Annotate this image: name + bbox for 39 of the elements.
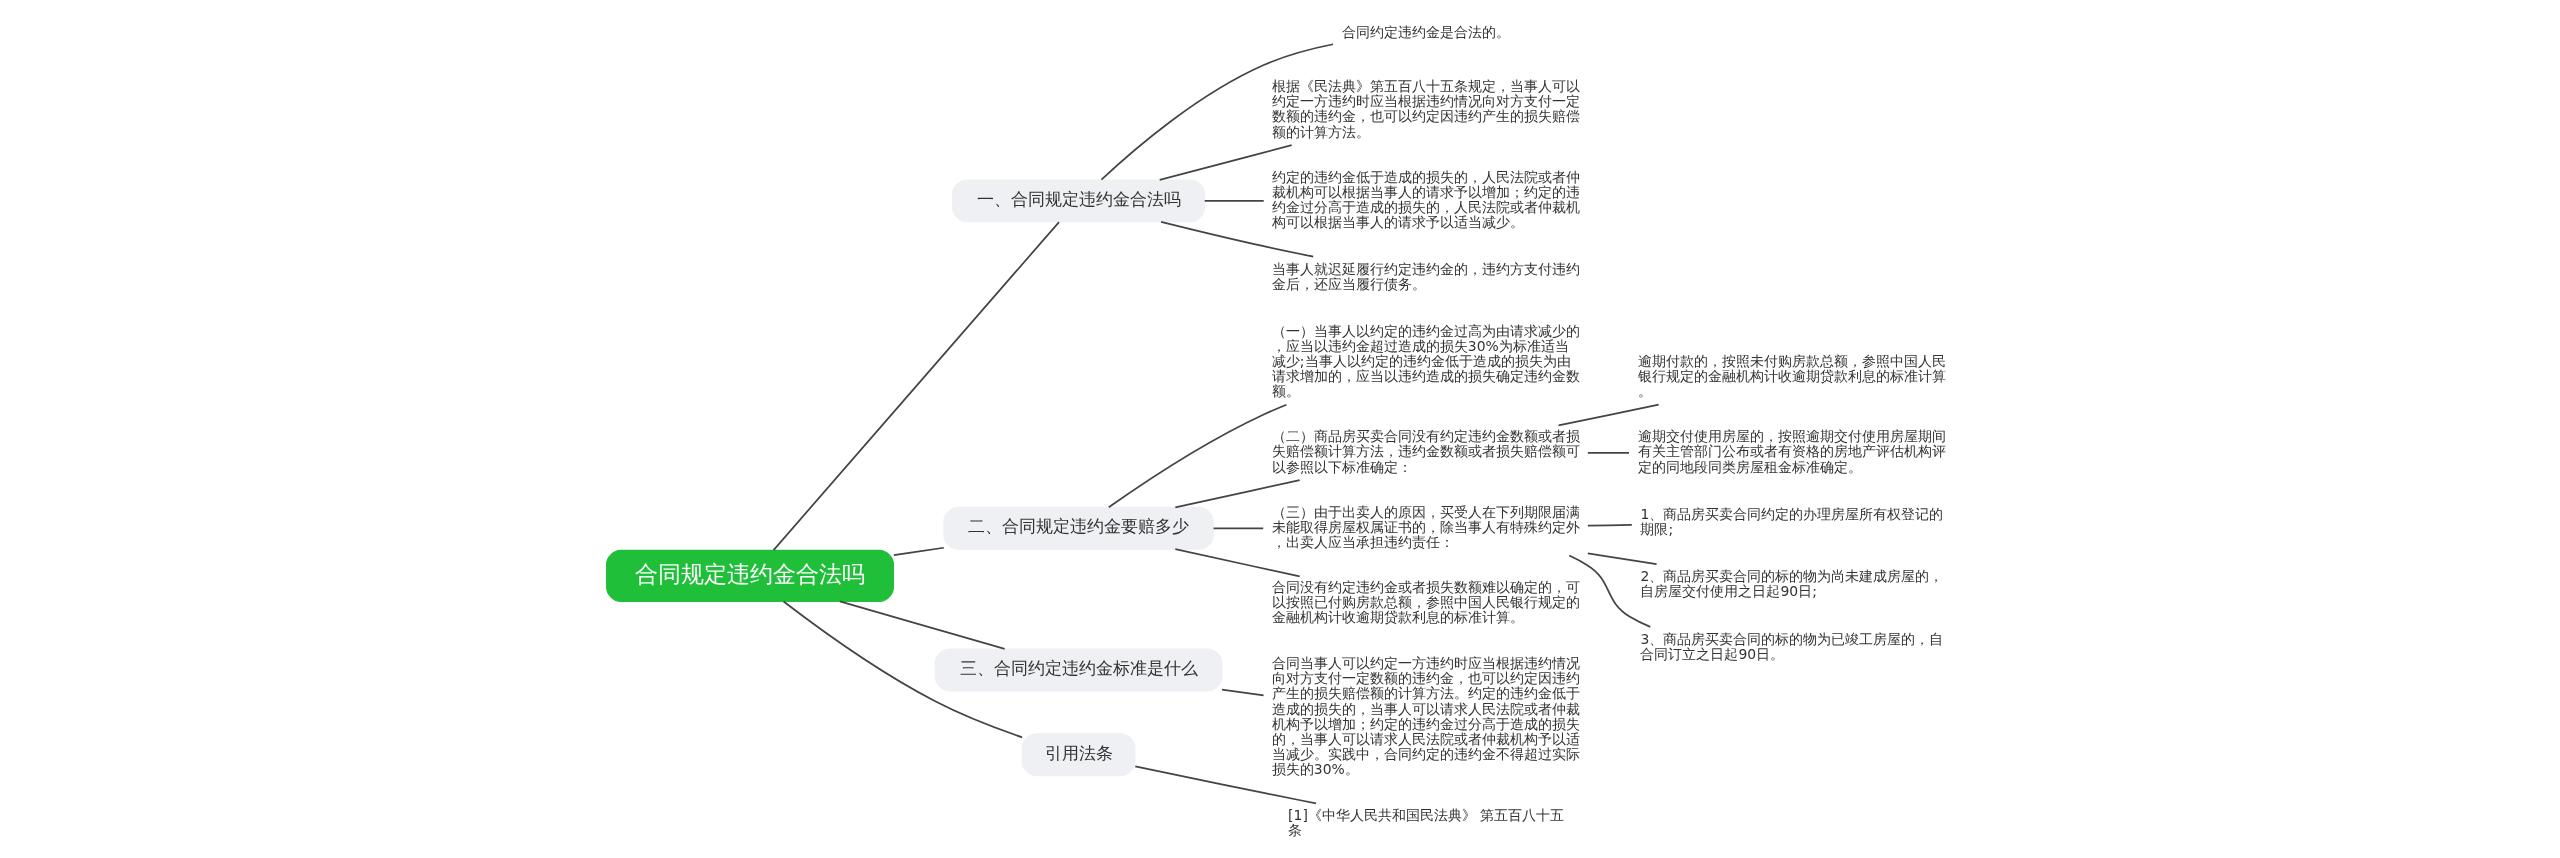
- connector: [1107, 403, 1288, 509]
- node-text: 2、商品房买卖合同的标的物为尚未建成房屋的，自房屋交付使用之日起90日;: [1640, 568, 1944, 600]
- node-text: 3、商品房买卖合同的标的物为已竣工房屋的，自合同订立之日起90日。: [1640, 630, 1944, 662]
- connector: [1134, 765, 1317, 805]
- node-text: （一）当事人以约定的违约金过高为由请求减少的，应当以违约金超过造成的损失30%为标准适当减少;当事人以约定的违约金低于造成的损失为由请求增加的，应当以违约造成的损失确定违约金数额。: [1271, 322, 1580, 400]
- connector: [1586, 451, 1630, 454]
- connector: [1100, 43, 1334, 181]
- node-text: 合同约定违约金是合法的。: [1341, 24, 1510, 41]
- node-text: 逾期交付使用房屋的，按照逾期交付使用房屋期间有关主管部门公布或者有资格的房地产评估机构评定的同地段同类房屋租金标准确定。: [1637, 428, 1946, 475]
- node-text: 1、商品房买卖合同约定的办理房屋所有权登记的期限;: [1640, 505, 1944, 537]
- connector: [1160, 220, 1315, 258]
- connector: [1586, 524, 1633, 527]
- node-text: 合同没有约定违约金或者损失数额难以确定的，可以按照已付购房款总额，参照中国人民银行规定的金融机构计收逾期贷款利息的标准计算。: [1271, 579, 1580, 626]
- connector: [1586, 552, 1658, 566]
- connector: [1174, 548, 1301, 578]
- connector: [1203, 200, 1265, 202]
- node-text: 逾期付款的，按照未付购房款总额，参照中国人民银行规定的金融机构计收逾期贷款利息的标准计算。: [1637, 352, 1946, 400]
- connector: [1568, 554, 1652, 628]
- node-text: [1]《中华人民共和国民法典》 第五百八十五条: [1288, 807, 1565, 839]
- connector: [1174, 479, 1301, 509]
- connector: [1557, 403, 1660, 427]
- connector: [1212, 527, 1265, 530]
- connector: [839, 600, 1006, 650]
- node-box: 合同规定违约金合法吗: [606, 549, 894, 602]
- node-text: 根据《民法典》第五百八十五条规定，当事人可以约定一方违约时应当根据违约情况向对方支付一定数额的违约金，也可以约定因违约产生的损失赔偿额的计算方法。: [1271, 78, 1580, 140]
- connector: [772, 221, 1060, 551]
- connector: [892, 546, 945, 556]
- node-box: 二、合同规定违约金要赔多少: [943, 506, 1214, 550]
- node-box: 一、合同规定违约金合法吗: [952, 179, 1206, 223]
- node-text: 合同当事人可以约定一方违约时应当根据违约情况向对方支付一定数额的违约金，也可以约定因违约产生的损失赔偿额的计算方法。约定的违约金低于造成的损失的，当事人可以请求人民法院或者仲裁机构予以增加；约定的违约金过分高于造成的损失的，当事人可以请求人民法院或者仲裁机构予以适当减少。实践中，合同约定的违约金不得超过实际损失的30%。: [1271, 655, 1580, 777]
- node-text: 约定的违约金低于造成的损失的，人民法院或者仲裁机构可以根据当事人的请求予以增加；约定的违约金过分高于造成的损失的，人民法院或者仲裁机构可以根据当事人的请求予以适当减少。: [1271, 168, 1580, 231]
- connector: [1158, 144, 1293, 181]
- connector: [1221, 688, 1265, 697]
- node-text: 当事人就迟延履行约定违约金的，违约方支付违约金后，还应当履行债务。: [1271, 260, 1580, 292]
- node-box: 三、合同约定违约金标准是什么: [934, 648, 1223, 692]
- connector: [782, 600, 1023, 739]
- node-box: 引用法条: [1021, 733, 1136, 777]
- node-text: （二）商品房买卖合同没有约定违约金数额或者损失赔偿额计算方法，违约金数额或者损失赔偿额可以参照以下标准确定：: [1271, 428, 1580, 475]
- node-text: （三）由于出卖人的原因，买受人在下列期限届满未能取得房屋权属证书的，除当事人有特殊约定外，出卖人应当承担违约责任：: [1271, 503, 1580, 550]
